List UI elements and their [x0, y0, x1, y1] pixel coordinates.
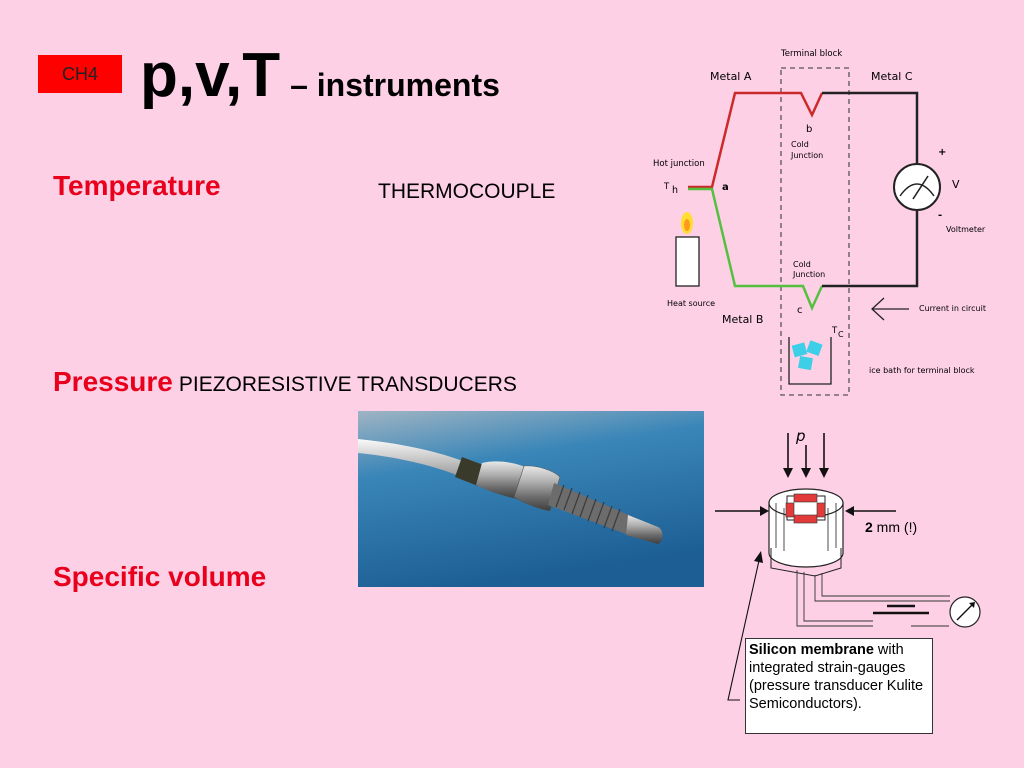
specific-volume-heading: Specific volume — [53, 561, 267, 592]
transducer-diagram: p 2 mm (!) — [715, 427, 981, 701]
th-subscript: h — [672, 185, 678, 196]
caption-pointer — [727, 551, 763, 701]
metal-c-wire-top — [822, 91, 919, 163]
tc-subscript: C — [838, 330, 844, 339]
size-label: 2 mm (!) — [865, 519, 917, 535]
chapter-badge: CH4 — [38, 55, 122, 93]
cold-junction-bottom-line2: Junction — [792, 270, 825, 279]
current-arrow-icon — [871, 297, 909, 321]
metal-a-wire — [688, 91, 824, 189]
cold-junction-top-line1: Cold — [791, 140, 809, 149]
voltmeter-label: Voltmeter — [946, 225, 986, 234]
size-unit: mm (!) — [873, 519, 917, 535]
pressure-heading: Pressure — [53, 366, 173, 397]
metal-b-wire — [688, 187, 824, 312]
voltmeter-icon — [893, 163, 941, 211]
cold-junction-top-line2: Junction — [790, 151, 823, 160]
caption-text: with integrated strain-gauges (pressure … — [749, 642, 924, 712]
current-label: Current in circuit — [919, 304, 986, 313]
tc-label: T — [831, 326, 838, 336]
strain-gauge-right — [816, 502, 826, 518]
metal-c-wire-bottom — [822, 211, 919, 288]
point-c-label: c — [797, 305, 803, 316]
th-label: T — [663, 182, 670, 192]
candle-icon — [675, 212, 700, 287]
v-label: V — [952, 178, 960, 191]
heat-source-label: Heat source — [667, 299, 715, 308]
title-main: p,v,T — [140, 41, 281, 110]
wiring — [796, 570, 950, 627]
hot-junction-label: Hot junction — [653, 159, 705, 169]
pressure-method: PIEZORESISTIVE TRANSDUCERS — [178, 373, 517, 396]
transducer-caption: Silicon membrane with integrated strain-… — [745, 638, 933, 734]
battery-icon — [873, 604, 929, 615]
minus-label: - — [938, 210, 942, 221]
strain-gauge-bottom — [793, 514, 818, 524]
thermocouple-label: THERMOCOUPLE — [378, 180, 556, 203]
pressure-transducer-photo — [358, 411, 704, 587]
strain-gauge-left — [785, 502, 795, 518]
metal-b-label: Metal B — [722, 313, 763, 326]
slide-title: p,v,T– instruments — [140, 40, 500, 111]
cold-junction-bottom-line1: Cold — [793, 260, 811, 269]
point-a-label: a — [722, 182, 729, 193]
meter-icon — [949, 596, 981, 628]
ice-bath-icon — [788, 337, 832, 385]
pressure-p-label: p — [795, 427, 806, 445]
thermocouple-diagram: Terminal block Metal A Metal C Metal B H… — [653, 49, 986, 396]
title-suffix: – instruments — [290, 67, 500, 103]
strain-gauge-top — [793, 493, 818, 503]
ice-bath-label: ice bath for terminal block — [869, 366, 975, 375]
side-arrows — [715, 506, 896, 516]
terminal-block-label: Terminal block — [780, 49, 842, 59]
temperature-heading: Temperature — [53, 170, 221, 201]
point-b-label: b — [806, 124, 812, 135]
pressure-arrows — [783, 433, 829, 478]
size-value: 2 — [865, 519, 873, 535]
sensor-body — [768, 488, 844, 577]
caption-bold: Silicon membrane — [749, 642, 874, 658]
plus-label: + — [938, 147, 946, 158]
metal-a-label: Metal A — [710, 70, 752, 83]
metal-c-label: Metal C — [871, 70, 913, 83]
